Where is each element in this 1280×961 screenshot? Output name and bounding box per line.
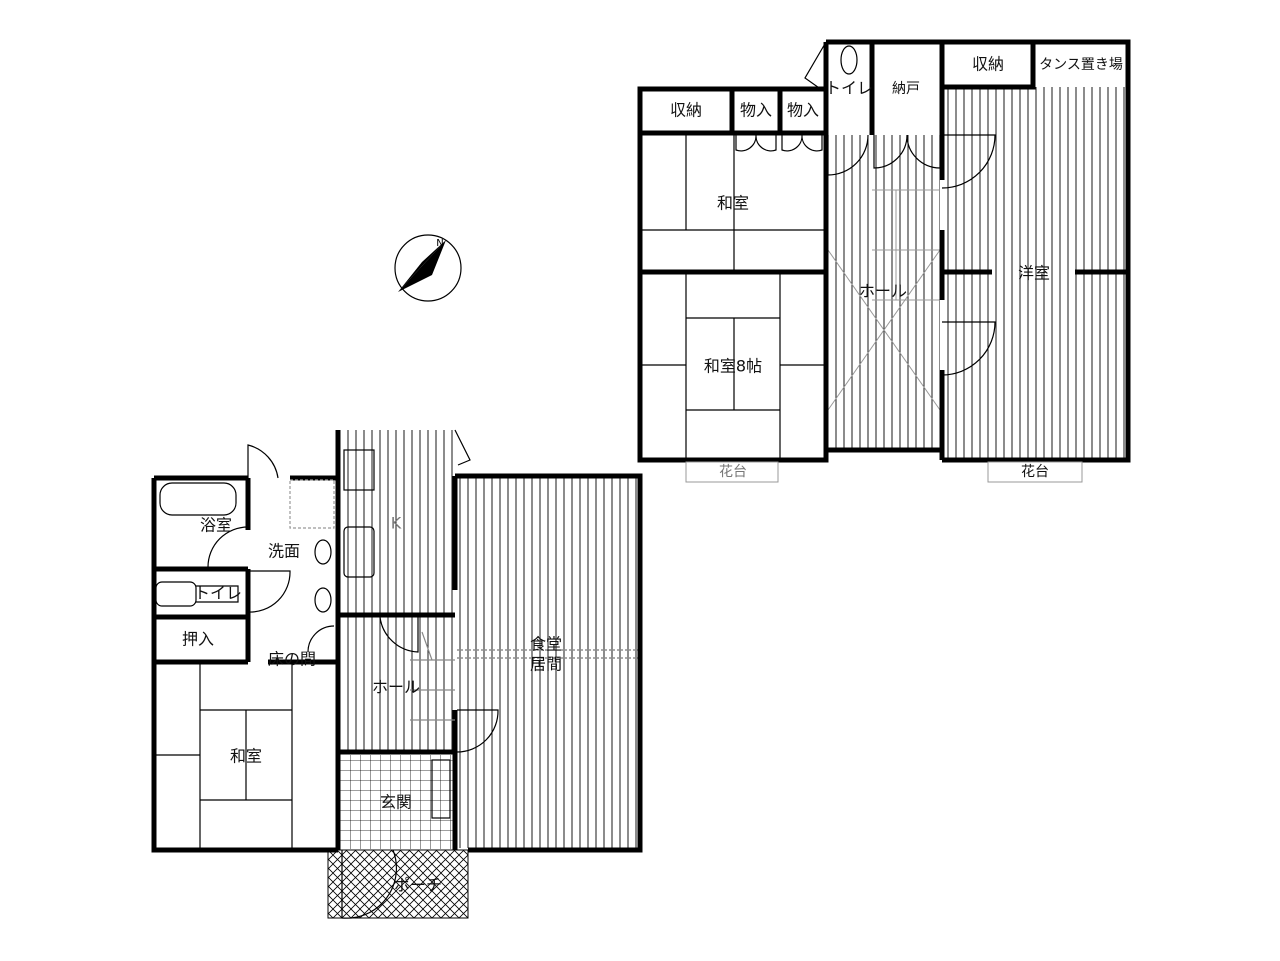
room-label-dining: 食堂	[530, 635, 562, 654]
room-label-bath: 浴室	[200, 516, 232, 535]
room-label-washitsu-8: 和室8帖	[704, 357, 762, 376]
room-label-nando: 納戸	[892, 81, 920, 97]
room-label-washroom: 洗面	[268, 542, 300, 561]
hall-flooring	[828, 135, 940, 450]
label-flower-stand-2: 花台	[1021, 464, 1049, 480]
porch-tiles	[327, 849, 469, 919]
second-floor: 収納 物入 物入 トイレ 納戸 収納 タンス置き場 和室 和室8帖 ホール 洋室…	[637, 39, 1131, 483]
room-label-toilet-1f: トイレ	[194, 584, 242, 603]
first-floor: 浴室 洗面 トイレ 押入 床の間 和室 K ホール 食堂 居間 玄関 ポーチ	[151, 429, 643, 919]
stairs	[827, 189, 941, 411]
compass: N	[394, 234, 462, 302]
doors-2f	[735, 41, 996, 376]
room-label-closet-2: 物入	[787, 101, 819, 120]
room-label-living: 居間	[530, 655, 562, 674]
room-label-hall-2f: ホール	[859, 282, 907, 301]
room-label-toilet-2f: トイレ	[825, 79, 873, 98]
flower-stand-2	[987, 461, 1083, 483]
tatami-lines-1f	[154, 662, 293, 850]
room-label-storage-b: 収納	[972, 55, 1004, 74]
room-label-dresser-space: タンス置き場	[1039, 57, 1123, 73]
kitchen-flooring	[340, 430, 455, 615]
hall-flooring-1f	[340, 617, 455, 752]
room-label-washitsu-2f: 和室	[717, 194, 749, 213]
label-flower-stand-1: 花台	[719, 464, 747, 480]
room-label-youshitsu: 洋室	[1018, 264, 1050, 283]
ldk-flooring	[457, 478, 640, 848]
room-label-storage-a: 収納	[670, 101, 702, 120]
room-label-kitchen: K	[391, 514, 402, 533]
walls-1f	[151, 430, 643, 853]
room-label-closet-1: 物入	[740, 101, 772, 120]
flower-stand-1	[685, 461, 779, 483]
room-label-washitsu-1f: 和室	[230, 747, 262, 766]
dining-living-divider	[457, 649, 640, 659]
room-label-hall-1f: ホール	[372, 678, 420, 697]
entrance-tiles	[340, 755, 455, 849]
fixtures-1f	[155, 429, 499, 919]
room-label-porch: ポーチ	[394, 876, 442, 895]
tatami-lines	[640, 135, 826, 462]
walls-2f	[637, 39, 1131, 463]
room-label-entrance: 玄関	[380, 793, 412, 812]
room-label-tokonoma: 床の間	[268, 650, 316, 669]
room-label-oshiire: 押入	[182, 630, 214, 649]
compass-north-label: N	[436, 238, 443, 249]
